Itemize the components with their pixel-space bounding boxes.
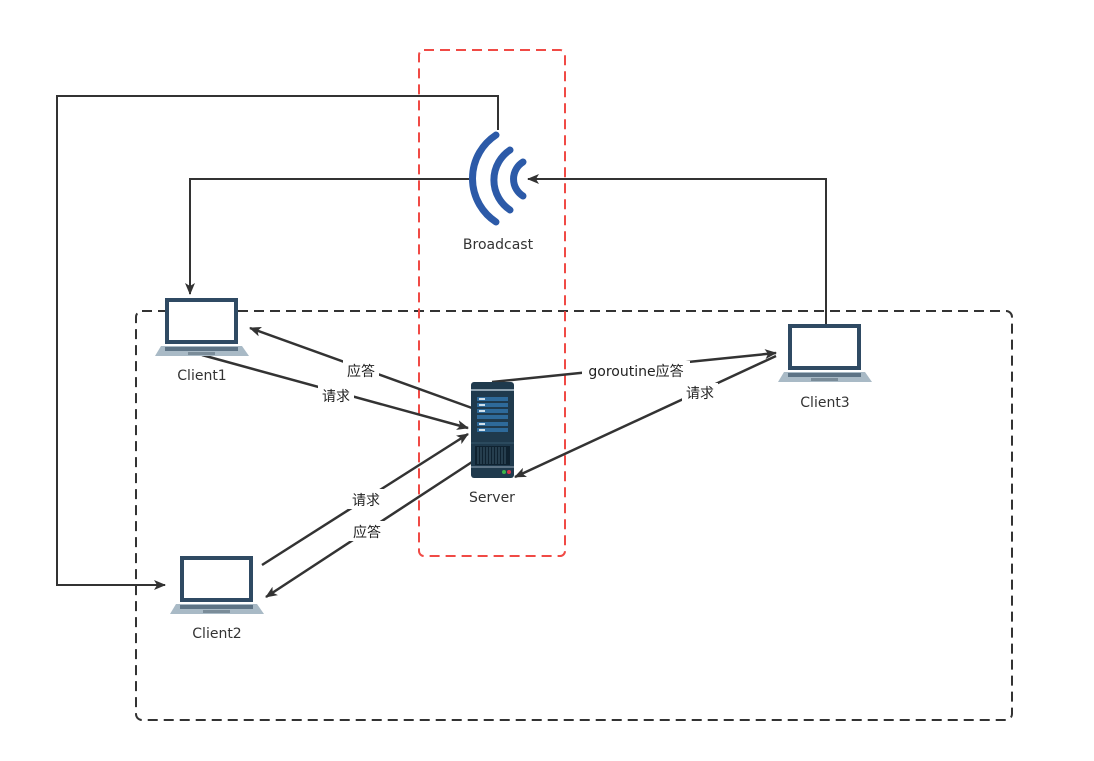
server-icon [471,382,514,478]
svg-text:应答: 应答 [353,524,381,541]
edge-label-c1-response: 应答 [343,360,379,380]
wifi-broadcast-icon [468,131,527,226]
edge-client3-request-server [514,354,777,479]
client2-label: Client2 [192,626,241,642]
edge-broadcast-to-client1 [185,178,472,295]
edge-label-c2-request: 请求 [348,489,384,509]
client1-label: Client1 [177,368,226,384]
server-broadcast-group [418,49,566,557]
client3-laptop-icon [778,324,872,382]
edge-broadcast-to-client2 [56,95,499,590]
broadcast-label: Broadcast [463,237,534,253]
client1-laptop-icon [155,298,249,356]
svg-text:请求: 请求 [352,493,380,509]
server-label: Server [469,490,515,506]
edge-client3-to-broadcast [527,174,827,325]
client2-laptop-icon [170,556,264,614]
edge-label-c1-request: 请求 [318,385,354,405]
svg-text:请求: 请求 [686,386,714,402]
svg-text:应答: 应答 [347,363,375,380]
edge-label-c2-response: 应答 [349,521,385,541]
svg-text:goroutine应答: goroutine应答 [588,363,683,380]
edge-label-c3-request: 请求 [682,383,718,403]
edge-label-c3-goroutine-response: goroutine应答 [582,361,690,381]
local-network-group [135,310,1013,721]
client3-label: Client3 [800,395,849,411]
svg-text:请求: 请求 [322,389,350,405]
